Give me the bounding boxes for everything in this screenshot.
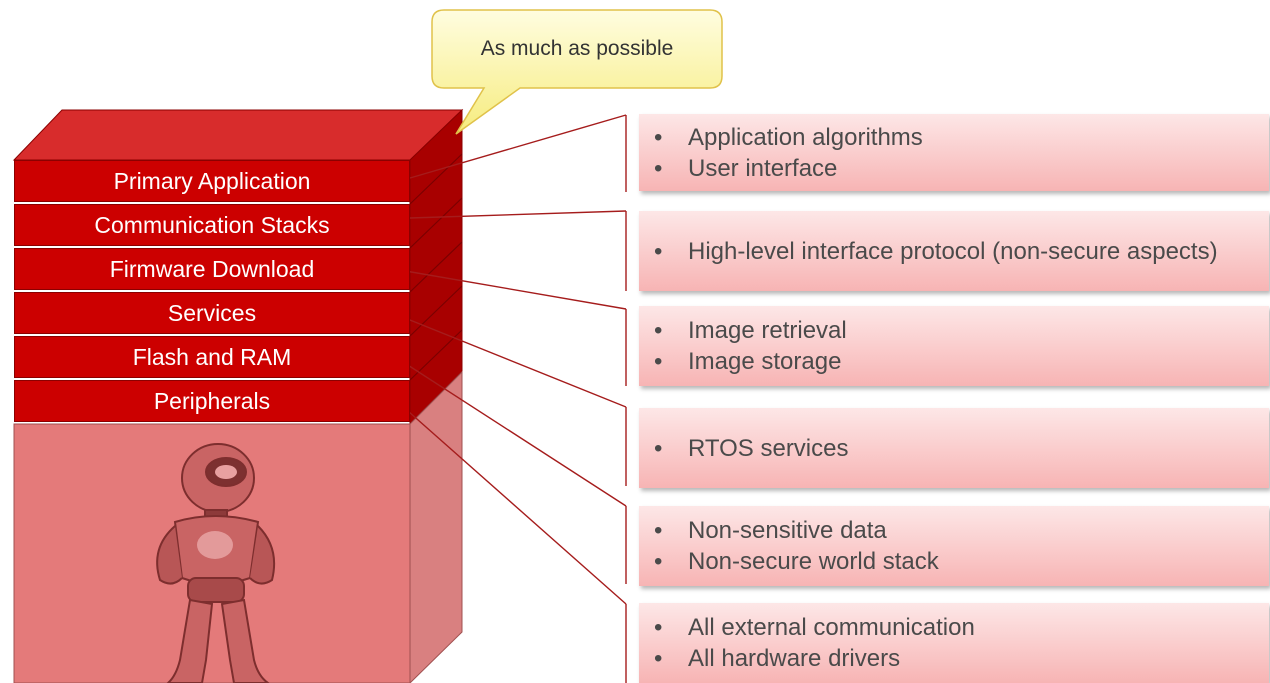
layer-firmware-download: Firmware Download: [14, 248, 410, 290]
bullet-item: RTOS services: [652, 433, 1249, 464]
description-box-peripherals: All external communication All hardware …: [639, 603, 1269, 683]
block-top-face: [12, 109, 464, 161]
robot-figure-icon: [156, 443, 276, 683]
description-box-application: Application algorithms User interface: [639, 114, 1269, 191]
bullet-item: All hardware drivers: [652, 643, 1249, 674]
bullet-item: High-level interface protocol (non-secur…: [652, 236, 1249, 267]
callout-bubble: [431, 9, 723, 135]
bullet-item: Non-secure world stack: [652, 546, 1249, 577]
bullet-item: Image storage: [652, 346, 1249, 377]
bullet-item: Image retrieval: [652, 315, 1249, 346]
layer-primary-application: Primary Application: [14, 160, 410, 202]
bullet-item: All external communication: [652, 612, 1249, 643]
bullet-item: User interface: [652, 153, 1249, 184]
layer-flash-and-ram: Flash and RAM: [14, 336, 410, 378]
bullet-item: Non-sensitive data: [652, 515, 1249, 546]
layer-communication-stacks: Communication Stacks: [14, 204, 410, 246]
description-box-services: RTOS services: [639, 408, 1269, 488]
layer-peripherals: Peripherals: [14, 380, 410, 422]
layer-services: Services: [14, 292, 410, 334]
bullet-item: Application algorithms: [652, 122, 1249, 153]
description-box-firmware: Image retrieval Image storage: [639, 306, 1269, 386]
description-box-flash-ram: Non-sensitive data Non-secure world stac…: [639, 506, 1269, 586]
block-side-face-lower: [409, 370, 463, 683]
description-box-communication: High-level interface protocol (non-secur…: [639, 211, 1269, 291]
callout-text: As much as possible: [480, 37, 674, 60]
connector-lines: [387, 114, 627, 683]
